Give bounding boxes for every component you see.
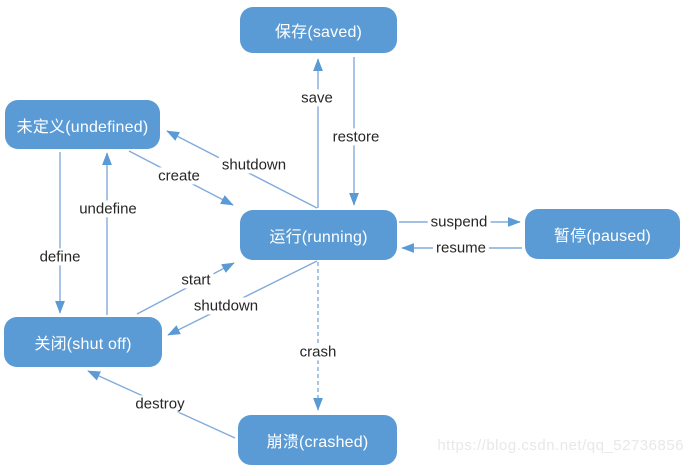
edge-label-undefine: undefine <box>76 200 140 218</box>
node-running: 运行(running) <box>240 210 397 260</box>
edge-label-start: start <box>178 271 214 289</box>
edge-label-suspend: suspend <box>427 213 491 231</box>
edge-label-define: define <box>36 248 84 266</box>
edge-label-shutdown-upper: shutdown <box>218 156 290 174</box>
node-crashed: 崩溃(crashed) <box>238 415 397 465</box>
edge-label-resume: resume <box>432 239 490 257</box>
watermark: https://blog.csdn.net/qq_52736856 <box>437 437 684 454</box>
edge-label-destroy: destroy <box>132 395 188 413</box>
node-saved: 保存(saved) <box>240 7 397 53</box>
node-undefined: 未定义(undefined) <box>5 100 160 149</box>
edge-label-shutdown-lower: shutdown <box>190 297 262 315</box>
node-shut-off: 关闭(shut off) <box>4 317 162 367</box>
node-crashed-label: 崩溃(crashed) <box>266 434 369 451</box>
node-paused-label: 暂停(paused) <box>553 228 652 245</box>
edge-label-save: save <box>298 89 336 107</box>
edge-label-restore: restore <box>329 128 383 146</box>
node-undefined-label: 未定义(undefined) <box>16 118 149 136</box>
node-running-label: 运行(running) <box>269 229 368 246</box>
node-saved-label: 保存(saved) <box>274 24 363 41</box>
node-shut-off-label: 关闭(shut off) <box>34 336 132 353</box>
edge-label-crash: crash <box>296 343 340 361</box>
edge-label-create: create <box>155 167 203 185</box>
node-paused: 暂停(paused) <box>525 209 680 259</box>
